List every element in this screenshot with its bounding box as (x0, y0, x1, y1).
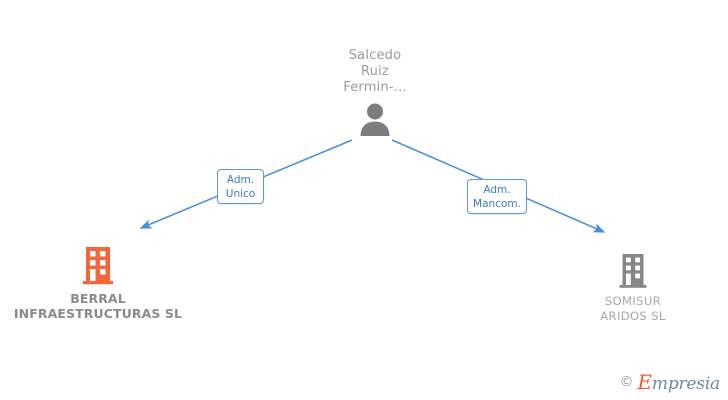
node-company-somisur-aridos[interactable]: SOMISUR ARIDOS SL (572, 253, 694, 324)
person-silhouette-icon (360, 103, 390, 136)
empresia-logo-rest: mpresia (651, 374, 720, 394)
copyright-icon: © (619, 374, 634, 390)
person-name-label: Salcedo Ruiz Fermin-... (343, 48, 407, 95)
edge-label-adm-unico[interactable]: Adm. Unico (217, 169, 264, 204)
building-icon (619, 254, 647, 288)
company-name-label: BERRAL INFRAESTRUCTURAS SL (13, 291, 183, 321)
company-name-label: SOMISUR ARIDOS SL (600, 294, 666, 323)
empresia-logo-initial: E (637, 370, 653, 394)
edge-label-adm-mancom[interactable]: Adm. Mancom. (467, 179, 527, 214)
empresia-logo: Empresia (638, 370, 721, 394)
node-company-berral-infraestructuras[interactable]: BERRAL INFRAESTRUCTURAS SL (5, 246, 191, 321)
building-icon (83, 247, 113, 285)
node-person-salcedo-ruiz-fermin[interactable]: Salcedo Ruiz Fermin-... (310, 48, 440, 136)
watermark: © Empresia (620, 370, 721, 394)
